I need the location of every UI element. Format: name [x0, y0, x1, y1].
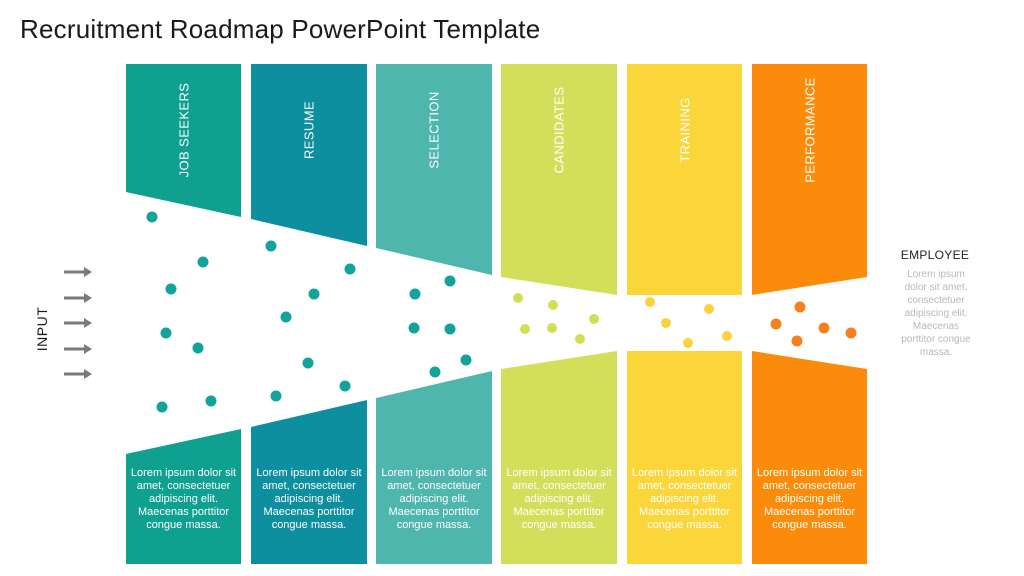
flow-dot-21 [513, 293, 523, 303]
stage-label-job-seekers: JOB SEEKERS [176, 82, 191, 178]
stage-label-training: TRAINING [677, 97, 692, 163]
employee-description: Lorem ipsum dolor sit amet, consectetuer… [901, 269, 971, 358]
flow-dot-31 [683, 338, 693, 348]
flow-dot-30 [722, 331, 732, 341]
stage-top-panel-job-seekers [126, 64, 241, 217]
input-arrow-5 [64, 369, 92, 379]
stage-label-resume: RESUME [301, 100, 317, 160]
stage-label-candidates: CANDIDATES [551, 86, 567, 174]
flow-dot-15 [409, 288, 421, 300]
flow-dot-26 [575, 334, 585, 344]
flow-dot-7 [205, 395, 217, 407]
flow-dot-20 [429, 366, 441, 378]
stage-bottom-panel-performance [752, 351, 867, 564]
flow-dot-29 [661, 318, 671, 328]
flow-dot-11 [280, 311, 292, 323]
stage-top-panel-resume [251, 64, 367, 246]
flow-dot-9 [344, 263, 356, 275]
flow-dot-2 [197, 256, 209, 268]
input-arrows [64, 267, 92, 379]
stage-description-training: Lorem ipsum dolor sit amet, consectetuer… [631, 467, 738, 531]
flow-dot-16 [444, 275, 456, 287]
flow-dot-5 [192, 342, 204, 354]
flow-dot-24 [547, 323, 557, 333]
stage-top-panel-candidates [501, 64, 617, 295]
stage-top-panel-selection [376, 64, 492, 275]
flow-dot-36 [791, 335, 803, 347]
stage-bottom-panel-candidates [501, 351, 617, 564]
stage-top-panel-performance [752, 64, 867, 295]
flow-dot-25 [589, 314, 599, 324]
stage-bottom-panel-resume [251, 400, 367, 564]
flow-dot-33 [770, 318, 782, 330]
flow-dot-4 [160, 327, 172, 339]
flow-dot-23 [520, 324, 530, 334]
flow-dot-1 [146, 211, 158, 223]
flow-dot-34 [818, 322, 830, 334]
stage-description-job-seekers: Lorem ipsum dolor sit amet, consectetuer… [130, 467, 237, 531]
flow-dot-17 [408, 322, 420, 334]
flow-dot-8 [265, 240, 277, 252]
flow-dot-10 [308, 288, 320, 300]
flow-dot-14 [270, 390, 282, 402]
stage-top-panel-training [627, 64, 742, 295]
stage-description-performance: Lorem ipsum dolor sit amet, consectetuer… [756, 467, 863, 531]
input-arrow-1 [64, 267, 92, 277]
input-label: INPUT [34, 306, 50, 352]
flow-dot-28 [704, 304, 714, 314]
flow-dot-13 [339, 380, 351, 392]
stage-label-selection: SELECTION [426, 91, 442, 169]
stage-label-performance: PERFORMANCE [802, 77, 817, 183]
stage-bottom-panel-selection [376, 371, 492, 564]
flow-dot-12 [302, 357, 314, 369]
employee-title: EMPLOYEE [900, 248, 970, 262]
flow-dot-6 [156, 401, 168, 413]
stage-description-resume: Lorem ipsum dolor sit amet, consectetuer… [256, 467, 362, 531]
input-arrow-2 [64, 293, 92, 303]
stage-bottom-panel-training [627, 351, 742, 564]
stage-description-selection: Lorem ipsum dolor sit amet, consectetuer… [381, 467, 487, 531]
page-title: Recruitment Roadmap PowerPoint Template [20, 14, 541, 44]
flow-dot-19 [460, 354, 472, 366]
flow-dot-3 [165, 283, 177, 295]
input-arrow-4 [64, 344, 92, 354]
flow-dot-22 [548, 300, 558, 310]
input-arrow-3 [64, 318, 92, 328]
flow-dot-35 [845, 327, 857, 339]
flow-dot-27 [645, 297, 655, 307]
flow-dot-32 [794, 301, 806, 313]
stage-bottom-panel-job-seekers [126, 429, 241, 564]
flow-dot-18 [444, 323, 456, 335]
stage-description-candidates: Lorem ipsum dolor sit amet, consectetuer… [506, 467, 612, 531]
